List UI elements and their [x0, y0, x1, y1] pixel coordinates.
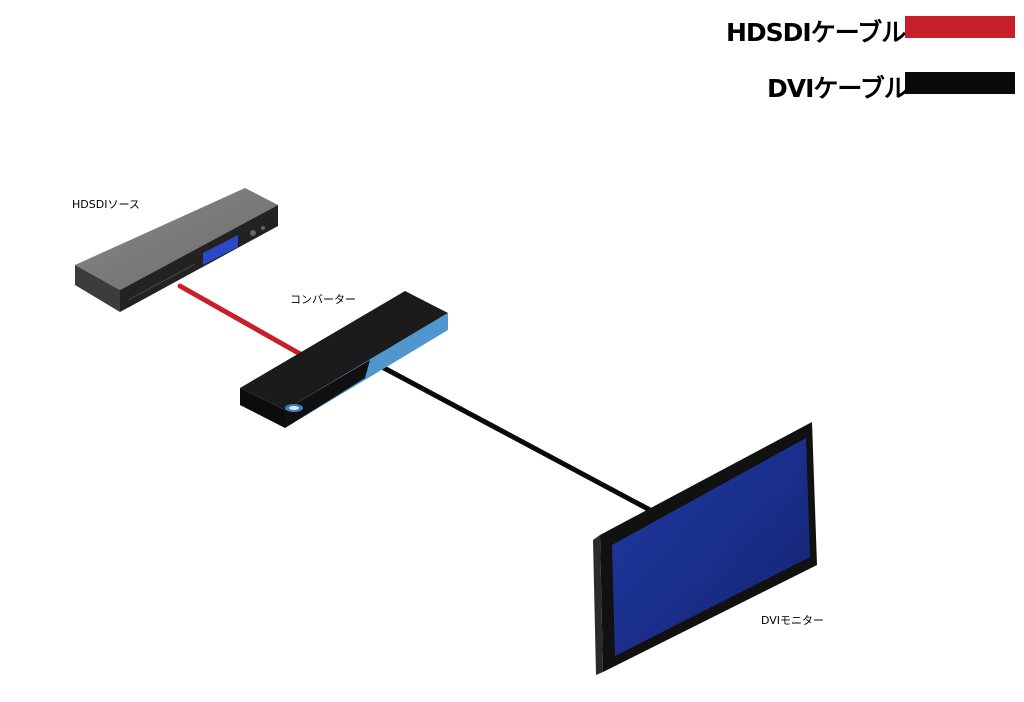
legend-dvi-label: DVIケーブル: [767, 74, 909, 103]
dvi-cable: [381, 365, 653, 513]
hdsdi-cable: [177, 283, 305, 358]
hdsdi-source-device: [75, 188, 278, 312]
legend-hdsdi-swatch: [905, 16, 1015, 38]
legend-hdsdi-label: HDSDIケーブル: [726, 18, 906, 47]
converter-device: [240, 291, 448, 428]
converter-label: コンバーター: [290, 293, 356, 306]
legend-dvi-swatch: [905, 72, 1015, 94]
dvi-monitor: [593, 422, 817, 675]
monitor-label: DVIモニター: [761, 614, 825, 627]
source-label: HDSDIソース: [72, 198, 140, 211]
